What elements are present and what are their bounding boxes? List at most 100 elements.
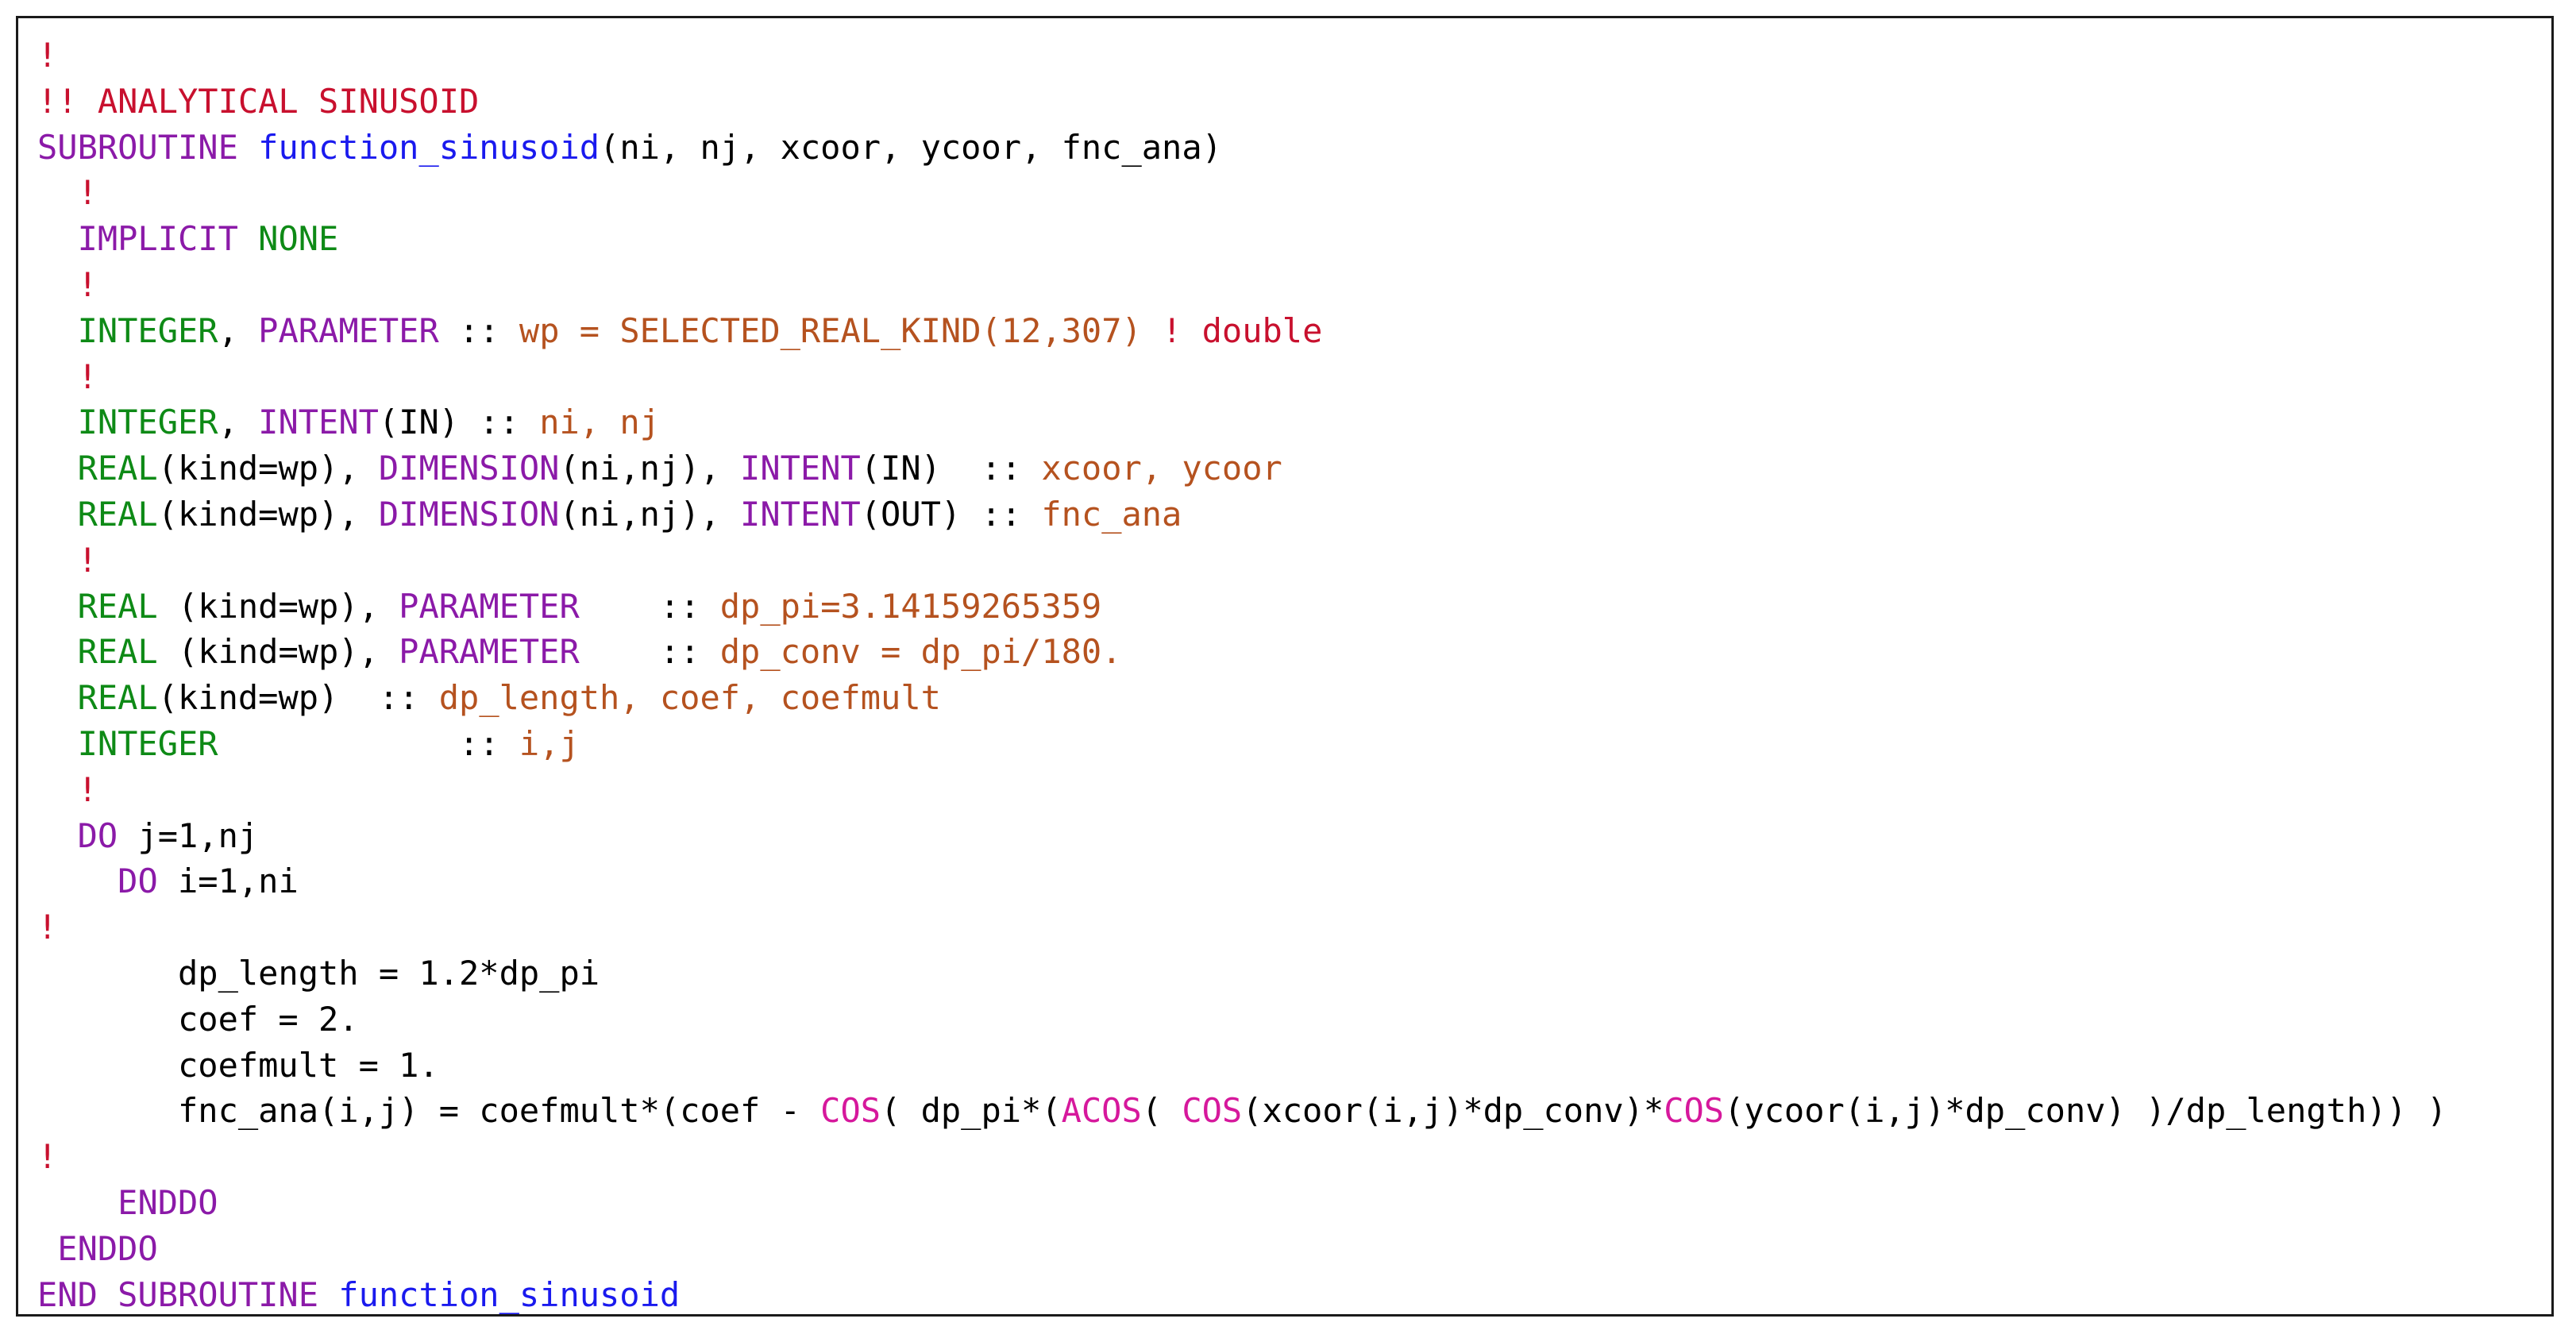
code-line: !! ANALYTICAL SINUSOID [37, 79, 2447, 125]
code-token-intrinsic: ACOS [1061, 1091, 1142, 1131]
code-token-keyword: SUBROUTINE [37, 127, 259, 167]
code-token-default: fnc_ana(i,j) = coefmult*(coef - [37, 1091, 821, 1131]
code-token-default: :: [579, 586, 720, 626]
code-token-intrinsic: COS [1182, 1091, 1243, 1131]
code-token-default [37, 770, 78, 809]
code-line: INTEGER, INTENT(IN) :: ni, nj [37, 399, 2447, 445]
code-line: ! [37, 904, 2447, 950]
code-token-comment: ! [77, 264, 98, 304]
code-line: DO i=1,ni [37, 858, 2447, 904]
code-line: SUBROUTINE function_sinusoid(ni, nj, xco… [37, 125, 2447, 171]
code-token-default: i=1,ni [157, 862, 299, 901]
code-token-default [37, 173, 78, 212]
code-token-default [37, 449, 78, 488]
code-line: REAL (kind=wp), PARAMETER :: dp_pi=3.141… [37, 584, 2447, 630]
code-token-variable: dp_pi=3.14159265359 [719, 586, 1102, 626]
code-line: ENDDO [37, 1180, 2447, 1226]
code-token-default [37, 678, 78, 717]
code-token-default [37, 219, 78, 258]
code-token-function-name: function_sinusoid [338, 1274, 681, 1314]
code-token-default: (kind=wp) :: [157, 678, 439, 718]
code-line: ! [37, 33, 2447, 79]
code-token-default [37, 403, 78, 441]
code-token-type: REAL [77, 632, 158, 672]
code-token-comment: ! double [1162, 310, 1323, 350]
code-token-variable: ni, nj [539, 403, 660, 442]
code-token-comment: ! [37, 908, 58, 947]
code-token-keyword: INTENT [740, 494, 861, 534]
code-token-comment: ! [77, 173, 98, 213]
code-token-default: (ycoor(i,j)*dp_conv) )/dp_length)) ) [1724, 1091, 2447, 1131]
code-token-keyword: INTENT [740, 449, 861, 488]
code-line: dp_length = 1.2*dp_pi [37, 950, 2447, 997]
code-token-default: (kind=wp), [157, 449, 379, 488]
code-token-type: NONE [258, 219, 339, 259]
code-token-type: INTEGER [77, 310, 218, 350]
code-token-keyword: ENDDO [118, 1182, 218, 1222]
code-token-variable: i,j [519, 723, 580, 763]
code-line: ! [37, 538, 2447, 584]
code-token-comment: ! [37, 1137, 58, 1177]
code-token-default [37, 311, 78, 350]
code-token-keyword: DO [77, 815, 118, 855]
code-token-keyword: PARAMETER [399, 586, 580, 626]
code-token-type: REAL [77, 449, 158, 488]
code-token-keyword: PARAMETER [258, 310, 439, 350]
code-token-default [37, 1229, 57, 1268]
code-token-default: :: [579, 632, 720, 672]
code-token-type: INTEGER [77, 723, 218, 763]
code-token-default [37, 357, 78, 396]
code-line: coef = 2. [37, 997, 2447, 1043]
code-token-variable: dp_length, coef, coefmult [438, 678, 941, 718]
code-token-default [37, 495, 78, 534]
code-token-intrinsic: COS [820, 1091, 881, 1131]
code-token-default: (ni,nj), [559, 494, 741, 534]
code-token-default [37, 265, 78, 304]
code-token-type: INTEGER [77, 403, 218, 442]
code-token-keyword: END SUBROUTINE [37, 1274, 339, 1314]
code-line: REAL(kind=wp) :: dp_length, coef, coefmu… [37, 675, 2447, 721]
code-token-default: coef = 2. [37, 999, 359, 1039]
code-token-keyword: ENDDO [57, 1228, 158, 1268]
code-line: REAL(kind=wp), DIMENSION(ni,nj), INTENT(… [37, 445, 2447, 492]
code-token-default: (OUT) :: [860, 494, 1042, 534]
code-token-default [37, 724, 78, 763]
code-token-keyword: DIMENSION [378, 449, 560, 488]
code-token-default [37, 816, 78, 855]
code-token-comment: ! [77, 540, 98, 580]
code-token-default: ( dp_pi*( [881, 1091, 1062, 1131]
code-token-default: (kind=wp), [157, 586, 399, 626]
code-token-variable: fnc_ana [1041, 494, 1182, 534]
code-line: IMPLICIT NONE [37, 216, 2447, 262]
code-token-comment: !! ANALYTICAL SINUSOID [37, 81, 480, 121]
code-token-comment: ! [77, 769, 98, 809]
code-token-default [37, 862, 118, 900]
code-token-intrinsic: COS [1664, 1091, 1725, 1131]
code-token-default: :: [438, 310, 519, 350]
code-token-default: , [218, 403, 259, 442]
code-line: fnc_ana(i,j) = coefmult*(coef - COS( dp_… [37, 1088, 2447, 1134]
code-token-type: REAL [77, 494, 158, 534]
code-line: ! [37, 1134, 2447, 1180]
code-token-default [37, 1183, 118, 1222]
code-token-default: (kind=wp), [157, 632, 399, 672]
code-token-type: REAL [77, 678, 158, 718]
code-token-default: coefmult = 1. [37, 1045, 439, 1085]
code-token-default [37, 541, 78, 580]
code-token-default [37, 587, 78, 626]
code-token-default: (kind=wp), [157, 494, 379, 534]
code-token-default: , [218, 310, 259, 350]
code-token-default: j=1,nj [118, 815, 259, 855]
code-line: DO j=1,nj [37, 813, 2447, 859]
code-token-function-name: function_sinusoid [258, 127, 600, 167]
code-line: REAL (kind=wp), PARAMETER :: dp_conv = d… [37, 629, 2447, 675]
code-token-default: dp_length = 1.2*dp_pi [37, 953, 600, 993]
code-line: ! [37, 354, 2447, 400]
code-token-default [37, 632, 78, 671]
code-line: ! [37, 767, 2447, 813]
code-token-keyword: DIMENSION [378, 494, 560, 534]
code-line: ! [37, 170, 2447, 216]
code-line: INTEGER, PARAMETER :: wp = SELECTED_REAL… [37, 308, 2447, 354]
code-token-keyword: PARAMETER [399, 632, 580, 672]
